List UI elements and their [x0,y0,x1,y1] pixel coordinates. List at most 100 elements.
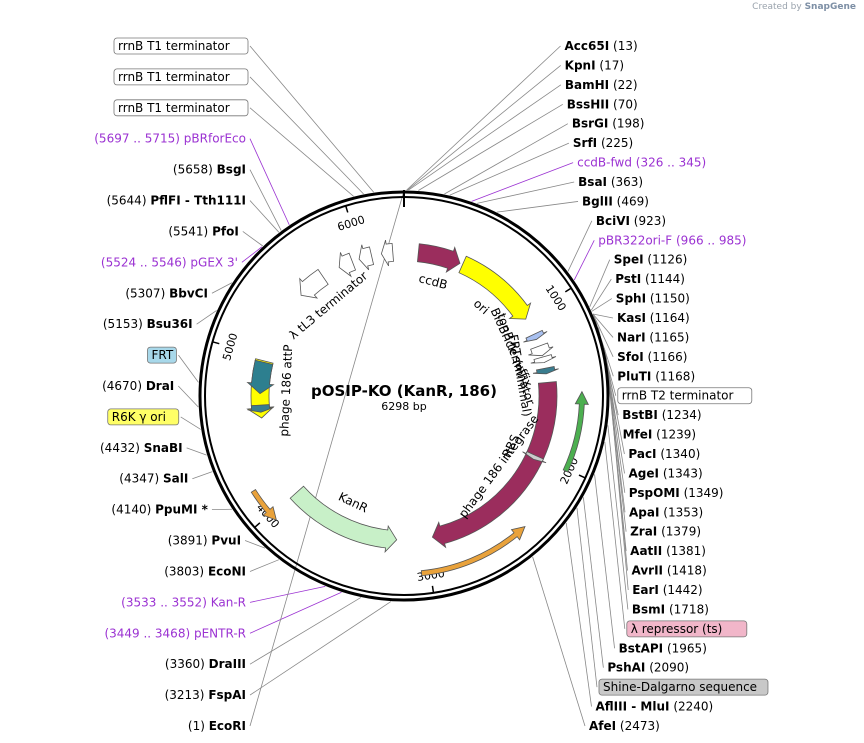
site-position: (1234) [662,408,702,422]
feature-box-label: rrnB T1 terminator [118,39,230,53]
feature-label: ori [471,296,492,317]
site-name: NarI [617,330,646,344]
leader-line [604,441,626,629]
leader-line [449,142,570,196]
site-name: BsgI [217,163,246,177]
site-label: (4347) SalI [119,472,188,486]
leader-line [249,601,392,696]
site-name: KpnI [565,58,596,72]
leader-line [180,416,201,430]
site-name: SnaBI [144,441,183,455]
site-name: AatII [630,544,662,558]
site-position: (4670) [102,379,142,393]
site-name: FspAI [208,688,246,702]
site-position: (3803) [164,564,204,578]
site-label: (3213) FspAI [165,688,246,702]
site-position: (1168) [655,369,695,383]
site-name: SalI [163,472,188,486]
site-name: Bsu36I [147,317,193,331]
site-position: (225) [601,136,633,150]
feature-label: KanR [336,490,370,516]
leader-line [573,240,595,281]
site-label: (3360) DraIII [165,657,246,671]
feature-arrow [299,268,329,299]
site-label: BamHI (22) [565,78,638,92]
site-position: (2240) [673,700,713,714]
leader-line [249,169,282,231]
plasmid-length: 6298 bp [381,400,426,413]
tick-mark [212,341,220,345]
site-label: EarI (1442) [632,583,702,597]
tick-mark [578,474,586,479]
tick-label: 1000 [543,283,569,314]
site-name: EcoRI [209,719,246,733]
site-position: (3213) [165,688,205,702]
site-name: DraI [146,379,174,393]
site-position: (1164) [650,311,690,325]
site-position: (1442) [663,583,703,597]
site-position: (1349) [684,486,724,500]
leader-line [408,84,562,191]
site-position: (70) [613,97,638,111]
leader-line [186,447,207,456]
leader-line [592,314,614,358]
site-position: (363) [611,175,643,189]
site-label: SrfI (225) [573,136,633,150]
site-name: AfeI [589,719,616,733]
site-position: (5153) [103,317,143,331]
feature-arrow [420,526,526,577]
credit-brand: SnapGene [804,2,856,12]
site-name: BssHII [567,97,609,111]
site-name: KasI [617,311,646,325]
leader-line [249,189,405,727]
site-label: PacI (1340) [628,447,700,461]
site-name: PpuMI * [155,503,209,517]
site-label: Acc65I (13) [565,39,638,53]
site-label: (5307) BbvCI [125,286,208,300]
site-name: BsaI [578,175,607,189]
primer-label: (3533 .. 3552) Kan-R [121,595,246,609]
leader-line [607,425,629,610]
site-position: (1239) [656,428,696,442]
feature-label: phage 186 attP [277,344,295,437]
site-label: PshAI (2090) [607,661,689,675]
site-name: EcoNI [208,564,246,578]
tick-label: 5000 [220,332,240,362]
site-name: BamHI [565,78,609,92]
feature-arrow [417,243,461,273]
feature-arrow [523,329,548,343]
leader-line [249,200,280,233]
primer-range: (326 .. 345) [636,156,706,170]
leader-line [249,591,342,634]
leader-line [567,220,593,272]
feature-box [113,99,249,117]
site-name: PspOMI [629,486,680,500]
site-position: (4432) [100,441,140,455]
primer-label: ccdB-fwd (326 .. 345) [577,156,706,170]
site-label: BsmI (1718) [632,602,709,616]
site-position: (1418) [667,564,707,578]
site-label: KasI (1164) [617,311,690,325]
site-position: (1166) [648,350,688,364]
site-label: PspOMI (1349) [629,486,724,500]
feature-arrow [562,390,589,473]
site-position: (1144) [645,272,685,286]
site-name: BglII [582,194,613,208]
site-position: (5541) [168,224,208,238]
site-labels: Acc65I (13) KpnI (17) BamHI (22) BssHII (70… [94,37,769,733]
leader-line [241,246,263,263]
primer-name: pBRforEco [184,132,246,146]
site-position: (1379) [661,525,701,539]
leader-line [607,368,629,591]
leader-line [591,298,613,312]
tick-mark [344,205,349,213]
site-position: (1343) [663,466,703,480]
site-label: KpnI (17) [565,58,624,72]
leader-line [565,522,592,707]
leader-line [582,497,604,668]
site-label: BglII (469) [582,194,649,208]
leader-line [196,310,217,325]
site-label: BciVI (923) [596,214,666,228]
site-label: PluTI (1168) [617,369,695,383]
leader-line [592,313,614,338]
